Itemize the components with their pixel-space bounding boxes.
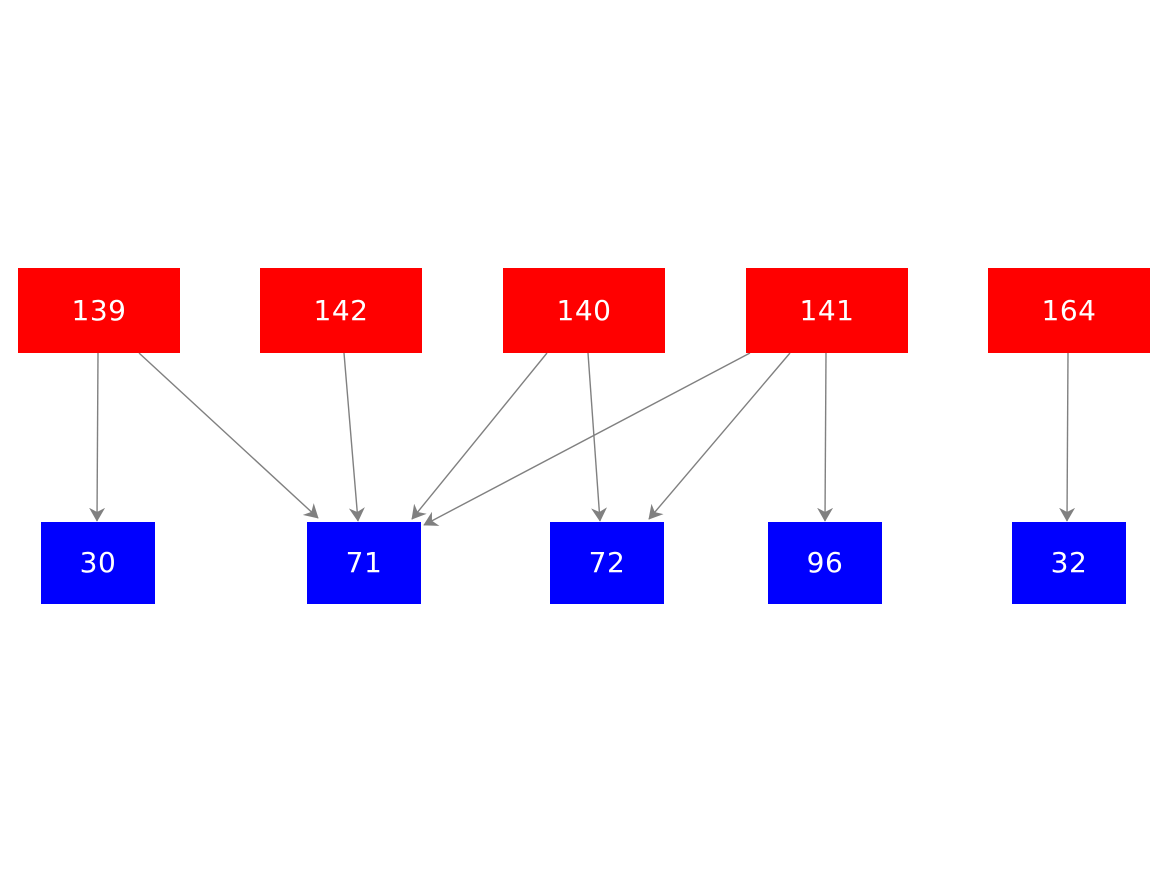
node-32[interactable]: 32 [1012, 522, 1126, 604]
edge-139-to-30 [89, 352, 106, 522]
node-label: 139 [71, 293, 127, 327]
node-label: 30 [79, 546, 117, 579]
node-label: 140 [556, 293, 612, 327]
node-label: 142 [313, 293, 369, 327]
node-139[interactable]: 139 [18, 268, 180, 353]
edge-140-to-71 [411, 352, 548, 520]
node-140[interactable]: 140 [503, 268, 665, 353]
node-label: 71 [345, 546, 383, 579]
node-30[interactable]: 30 [41, 522, 155, 604]
edge-141-to-72 [648, 352, 791, 520]
node-72[interactable]: 72 [550, 522, 664, 604]
node-label: 141 [799, 293, 855, 327]
node-142[interactable]: 142 [260, 268, 422, 353]
edge-141-to-71 [423, 352, 751, 526]
node-label: 32 [1050, 546, 1088, 579]
edge-141-to-96 [817, 352, 834, 522]
node-71[interactable]: 71 [307, 522, 421, 604]
node-164[interactable]: 164 [988, 268, 1150, 353]
edge-139-to-71 [138, 352, 319, 519]
node-label: 72 [588, 546, 626, 579]
edges-group [89, 352, 1076, 526]
edge-140-to-72 [587, 352, 608, 522]
node-141[interactable]: 141 [746, 268, 908, 353]
edge-142-to-71 [343, 352, 365, 522]
node-label: 164 [1041, 293, 1097, 327]
edge-164-to-32 [1059, 352, 1076, 522]
node-label: 96 [806, 546, 844, 579]
node-96[interactable]: 96 [768, 522, 882, 604]
